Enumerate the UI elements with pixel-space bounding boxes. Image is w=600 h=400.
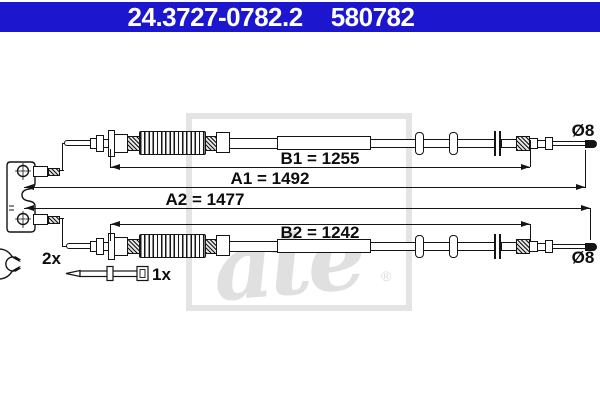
bellows-boot — [139, 234, 206, 258]
cable-tube — [457, 242, 495, 251]
lower-end-diameter-label: Ø8 — [571, 248, 595, 267]
registered-trademark-icon: ® — [381, 268, 392, 284]
part-number: 24.3727-0782.2 — [127, 1, 304, 32]
outer-sheath — [229, 241, 278, 252]
dimension-label-a1: A1 = 1492 — [230, 169, 310, 188]
cable-end-nipple — [585, 140, 597, 148]
arrowhead-left-icon — [25, 205, 34, 211]
cable-tube — [370, 242, 416, 251]
dimension-line-a1 — [24, 187, 586, 188]
clamp-mark — [499, 131, 501, 156]
end-ferrule — [516, 239, 530, 254]
arrowhead-left-icon — [111, 164, 120, 170]
upper-stud — [33, 166, 48, 177]
dimension-line-b1 — [110, 167, 530, 168]
dimension-label-a2: A2 = 1477 — [165, 190, 245, 209]
leader-line — [59, 218, 64, 219]
bellows-boot — [139, 131, 206, 155]
nut — [114, 237, 128, 256]
catalog-number: 580782 — [330, 1, 415, 32]
lower-stud — [33, 214, 48, 225]
upper-stud-threaded-tip — [48, 168, 60, 176]
equalizer-bracket-drawing — [6, 161, 36, 233]
dimension-line-a2 — [24, 208, 591, 209]
leader-line — [62, 246, 68, 247]
clamp-mark — [499, 234, 501, 259]
upper-end-diameter-label: Ø8 — [571, 121, 595, 140]
extension-tick — [530, 140, 531, 167]
cable-tube — [423, 242, 450, 251]
cable-tie-drawing — [65, 265, 149, 282]
arrowhead-right-icon — [576, 184, 585, 190]
lower-cable-drawing — [0, 103, 600, 400]
extension-tick — [110, 149, 111, 167]
cable-tube — [501, 242, 517, 251]
arrowhead-left-icon — [111, 221, 120, 227]
leader-line — [59, 170, 64, 171]
extension-tick — [530, 224, 531, 241]
clip-quantity-label: 2x — [42, 249, 61, 268]
inner-rod — [66, 243, 91, 249]
dimension-label-b1: B1 = 1255 — [280, 149, 360, 168]
clamp-mark — [494, 234, 496, 259]
dimension-label-b2: B2 = 1242 — [280, 223, 360, 242]
cable-end-nipple — [585, 243, 597, 251]
arrowhead-right-icon — [521, 221, 530, 227]
extension-tick — [110, 224, 111, 241]
watermark-frame — [186, 113, 412, 311]
leader-line — [62, 143, 63, 171]
retaining-clip-drawing — [0, 248, 21, 280]
leader-line — [62, 218, 63, 247]
clamp-mark — [494, 131, 496, 156]
header-bar: 24.3727-0782.2 580782 — [0, 2, 600, 32]
extension-tick — [585, 150, 586, 187]
arrowhead-right-icon — [521, 164, 530, 170]
arrowhead-left-icon — [25, 184, 34, 190]
tie-quantity-label: 1x — [152, 265, 171, 284]
lower-stud-threaded-tip — [48, 216, 60, 224]
dimension-line-b2 — [110, 224, 530, 225]
extension-tick — [590, 208, 591, 240]
grommet — [216, 235, 230, 256]
arrowhead-right-icon — [581, 205, 590, 211]
